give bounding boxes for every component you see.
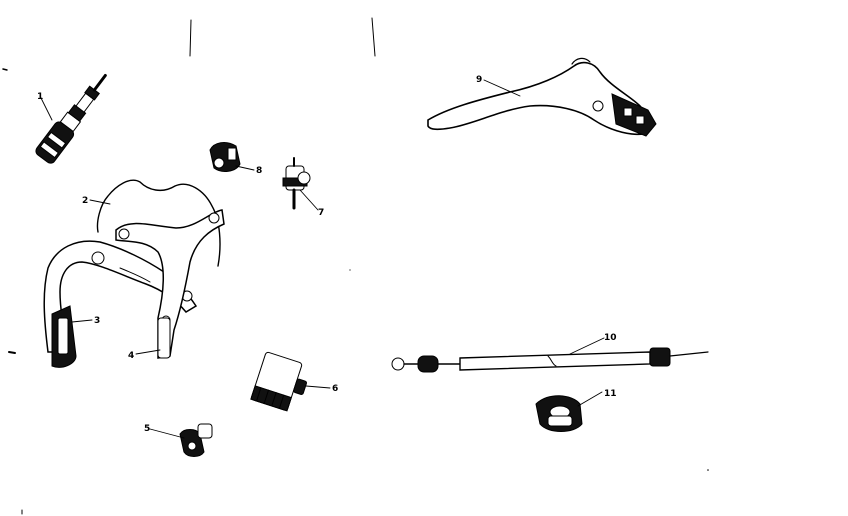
- part-8-barrel-nut: [209, 142, 241, 172]
- callout-7: 7: [318, 208, 324, 218]
- callout-5: 5: [144, 424, 150, 434]
- part-2-spring: [96, 179, 221, 267]
- callout-6: 6: [332, 384, 338, 394]
- callout-2: 2: [82, 196, 88, 206]
- callout-3: 3: [94, 316, 100, 326]
- part-7-clamp-bolt: [282, 157, 311, 210]
- part-11-cable-end: [535, 395, 583, 432]
- callout-10: 10: [604, 333, 617, 343]
- leader-lines: [39, 79, 605, 439]
- part-9-brake-lever: [427, 57, 657, 137]
- callout-8: 8: [256, 166, 262, 176]
- part-6-brake-block: [250, 351, 307, 412]
- part-4-caliper-arm: [115, 209, 225, 359]
- part-10-brake-cable: [391, 347, 709, 373]
- callout-9: 9: [476, 75, 482, 85]
- part-3-caliper-arm: [43, 240, 198, 368]
- callout-11: 11: [604, 389, 617, 399]
- callout-labels: 1 2 3 4 5 6 7 8 9 10 11: [37, 75, 617, 434]
- scan-marks: [2, 17, 709, 515]
- part-5-nut: [179, 423, 213, 457]
- callout-4: 4: [128, 351, 134, 361]
- callout-1: 1: [37, 92, 43, 102]
- part-1-adjuster-bolt: [35, 73, 107, 164]
